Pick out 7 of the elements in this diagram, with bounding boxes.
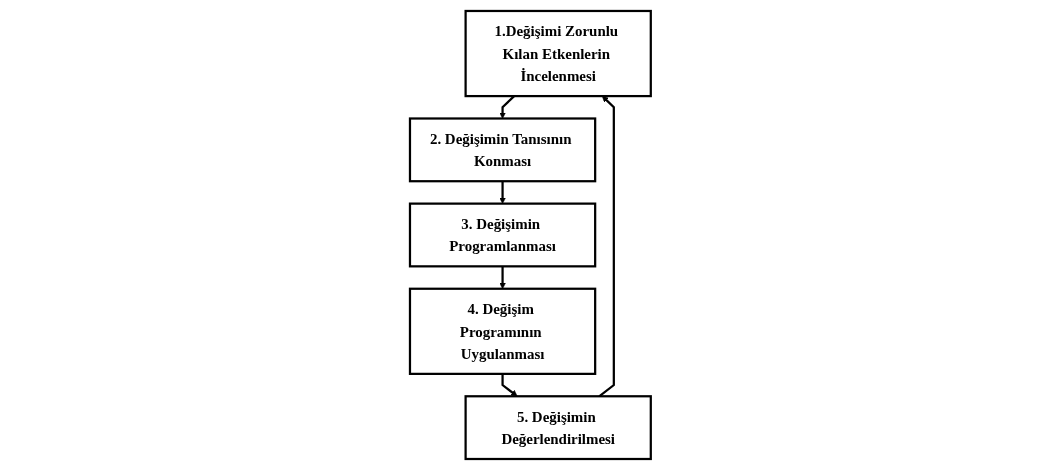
- node-box: 1.Değişimi Zorunlu Kılan Etkenlerin İncelenmesi: [464, 9, 652, 97]
- arrow: [498, 265, 506, 289]
- node-box: 5. Değişimin Değerlendirilmesi: [464, 394, 652, 460]
- node-box: 3. Değişimin Programlanması: [408, 202, 596, 267]
- node-box: 2. Değişimin Tanısının Konması: [408, 116, 596, 182]
- node-box: 4. Değişim Programının Uygulanması: [408, 287, 596, 375]
- arrow: [498, 180, 506, 204]
